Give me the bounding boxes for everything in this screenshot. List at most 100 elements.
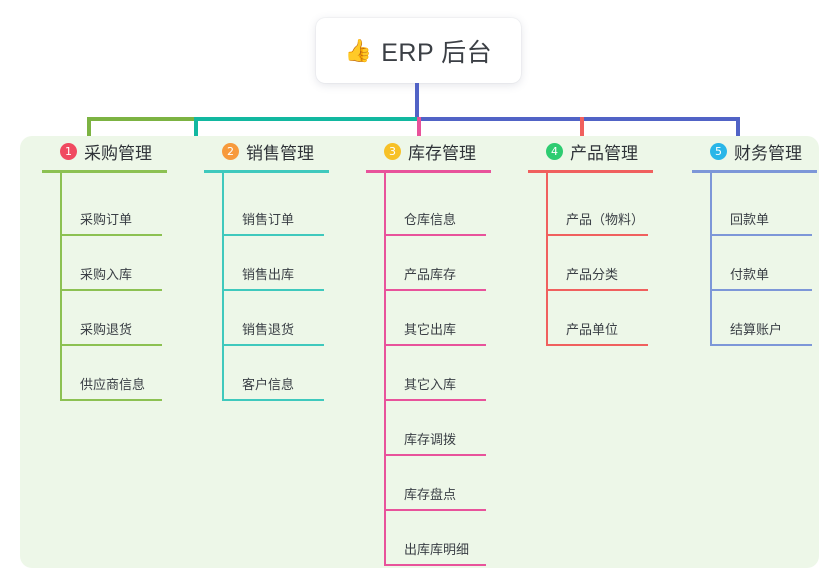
branch-item[interactable]: 库存调拨 [384, 418, 486, 456]
branch-item-rule [710, 234, 812, 236]
connector-drop-1 [87, 117, 91, 142]
branch-item-label: 产品单位 [566, 322, 619, 337]
branch-item-rule [384, 509, 486, 511]
branch-column-1: 1 采购管理采购订单采购入库采购退货供应商信息 [42, 136, 167, 401]
thumbs-up-icon: 👍 [344, 37, 373, 63]
branch-title-1: 采购管理 [84, 143, 152, 163]
branch-badge-3: 3 [384, 142, 401, 160]
branch-item[interactable]: 客户信息 [222, 363, 324, 401]
branch-item-rule [222, 234, 324, 236]
connector-drop-5 [736, 117, 740, 142]
branch-item-rule [384, 234, 486, 236]
branch-header-rule-4 [528, 170, 653, 173]
branch-header-rule-5 [692, 170, 817, 173]
branch-spine-2 [222, 173, 224, 401]
branch-item-label: 库存盘点 [404, 487, 457, 502]
branch-item-rule [384, 454, 486, 456]
branch-item[interactable]: 产品（物料） [546, 198, 648, 236]
branch-badge-1: 1 [60, 142, 77, 160]
branch-item-rule [60, 234, 162, 236]
branch-spine-5 [710, 173, 712, 346]
branch-title-5: 财务管理 [734, 143, 802, 163]
branch-item[interactable]: 回款单 [710, 198, 812, 236]
branch-item-label: 采购退货 [80, 322, 133, 337]
branch-item-label: 出库库明细 [404, 542, 470, 557]
root-connector-stem [415, 83, 419, 119]
branch-header-1[interactable]: 1 采购管理 [42, 136, 152, 166]
branch-header-5[interactable]: 5 财务管理 [692, 136, 802, 166]
branch-item-rule [546, 234, 648, 236]
branch-item-label: 销售出库 [242, 267, 295, 282]
branch-item-label: 产品库存 [404, 267, 457, 282]
branch-item[interactable]: 销售出库 [222, 253, 324, 291]
connector-bus-green [87, 117, 198, 121]
branch-item-label: 产品分类 [566, 267, 619, 282]
branch-title-3: 库存管理 [408, 143, 476, 163]
branch-item-rule [60, 344, 162, 346]
branch-column-4: 4 产品管理产品（物料） 产品分类产品单位 [528, 136, 653, 346]
branch-item-label: 客户信息 [242, 377, 295, 392]
branch-header-rule-1 [42, 170, 167, 173]
branch-item-label: 其它入库 [404, 377, 457, 392]
branch-item-rule [384, 344, 486, 346]
branch-item-rule [384, 564, 486, 566]
root-node-label: ERP 后台 [381, 38, 493, 67]
branch-item-label: 销售退货 [242, 322, 295, 337]
branch-item-label: 其它出库 [404, 322, 457, 337]
branch-item-rule [384, 399, 486, 401]
branch-title-4: 产品管理 [570, 143, 638, 163]
branch-item[interactable]: 采购退货 [60, 308, 162, 346]
branch-item-label: 库存调拨 [404, 432, 457, 447]
root-node[interactable]: 👍 ERP 后台 [316, 18, 521, 83]
branch-column-5: 5 财务管理回款单付款单结算账户 [692, 136, 817, 346]
connector-bus-blue [417, 117, 740, 121]
branch-item[interactable]: 供应商信息 [60, 363, 162, 401]
branch-item-label: 销售订单 [242, 212, 295, 227]
branch-title-2: 销售管理 [246, 143, 314, 163]
branch-item[interactable]: 产品库存 [384, 253, 486, 291]
branch-item-rule [546, 344, 648, 346]
branch-item[interactable]: 其它出库 [384, 308, 486, 346]
branch-item-rule [384, 289, 486, 291]
branch-header-3[interactable]: 3 库存管理 [366, 136, 476, 166]
branch-item[interactable]: 采购入库 [60, 253, 162, 291]
branch-item[interactable]: 销售订单 [222, 198, 324, 236]
branch-item[interactable]: 产品单位 [546, 308, 648, 346]
branch-item-rule [710, 344, 812, 346]
branch-item-rule [546, 289, 648, 291]
branch-badge-4: 4 [546, 142, 563, 160]
branch-item-rule [710, 289, 812, 291]
branch-item-label: 付款单 [730, 267, 770, 282]
branch-header-4[interactable]: 4 产品管理 [528, 136, 638, 166]
branch-item[interactable]: 仓库信息 [384, 198, 486, 236]
branch-header-rule-3 [366, 170, 491, 173]
branch-item[interactable]: 采购订单 [60, 198, 162, 236]
branch-item-label: 结算账户 [730, 322, 783, 337]
branch-item-rule [60, 289, 162, 291]
connector-drop-3 [417, 117, 421, 142]
connector-drop-4 [580, 117, 584, 142]
branch-item-rule [222, 399, 324, 401]
connector-bus-teal [198, 117, 417, 121]
branch-item[interactable]: 销售退货 [222, 308, 324, 346]
branch-item-label: 回款单 [730, 212, 770, 227]
branch-item[interactable]: 结算账户 [710, 308, 812, 346]
branch-item-label: 采购入库 [80, 267, 133, 282]
branch-item[interactable]: 库存盘点 [384, 473, 486, 511]
branch-badge-5: 5 [710, 142, 727, 160]
branch-item[interactable]: 付款单 [710, 253, 812, 291]
branch-item-rule [222, 289, 324, 291]
branch-column-3: 3 库存管理仓库信息产品库存其它出库其它入库库存调拨库存盘点出库库明细 [366, 136, 491, 566]
branch-spine-4 [546, 173, 548, 346]
branch-item-rule [222, 344, 324, 346]
branch-item-label: 仓库信息 [404, 212, 457, 227]
branch-item-label: 供应商信息 [80, 377, 146, 392]
branch-item[interactable]: 出库库明细 [384, 528, 486, 566]
branch-item[interactable]: 产品分类 [546, 253, 648, 291]
branch-spine-3 [384, 173, 386, 566]
branch-header-rule-2 [204, 170, 329, 173]
branch-item[interactable]: 其它入库 [384, 363, 486, 401]
